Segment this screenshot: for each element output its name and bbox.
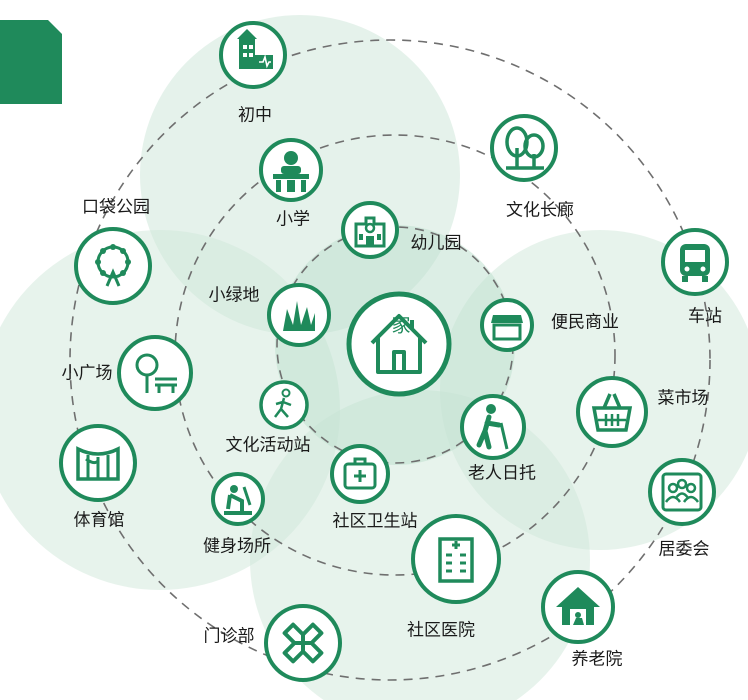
fitness-icon <box>211 472 265 526</box>
label-shequyiyuan: 社区医院 <box>407 620 475 641</box>
label-yanglaoyuan: 养老院 <box>571 649 623 670</box>
basket-icon <box>576 376 648 448</box>
label-weishengzhan: 社区卫生站 <box>332 511 418 532</box>
label-chezhan: 车站 <box>688 306 722 327</box>
hospital-icon <box>411 514 501 604</box>
stadium-icon <box>59 424 137 502</box>
label-jianshen: 健身场所 <box>203 536 271 557</box>
corner-tab <box>0 20 62 104</box>
label-wenhuahuodong: 文化活动站 <box>225 435 311 456</box>
bus-icon <box>661 228 729 296</box>
label-tiyuguan: 体育馆 <box>73 510 125 531</box>
label-laorenritou: 老人日托 <box>468 463 536 484</box>
label-koudaigongyuan: 口袋公园 <box>82 197 150 218</box>
label-wenhuachanglang: 文化长廊 <box>506 200 574 221</box>
park-bench-icon <box>117 335 193 411</box>
label-caishichang: 菜市场 <box>657 388 709 409</box>
elderly-icon <box>460 394 526 460</box>
store-icon <box>480 298 534 352</box>
nursing-home-icon <box>541 570 615 644</box>
medical-cross-icon <box>264 604 342 682</box>
walker-icon <box>259 380 309 430</box>
label-xiaoguangchang: 小广场 <box>61 363 113 384</box>
grass-icon <box>267 283 331 347</box>
center-label: 家 <box>391 314 411 337</box>
trees-icon <box>490 114 558 182</box>
label-bianmin: 便民商业 <box>551 312 619 333</box>
label-youeryuan: 幼儿园 <box>410 233 462 254</box>
label-juweihui: 居委会 <box>658 539 710 560</box>
label-xiaolvdi: 小绿地 <box>208 285 260 306</box>
label-menzhenbu: 门诊部 <box>203 626 255 647</box>
group-icon <box>648 458 716 526</box>
ring-outer <box>69 39 711 681</box>
ferris-wheel-icon <box>74 227 152 305</box>
house-icon <box>370 314 428 374</box>
label-xiaoxue: 小学 <box>276 209 310 230</box>
primary-school-icon <box>259 138 323 202</box>
center-house <box>346 291 452 397</box>
middle-school-icon <box>219 21 287 89</box>
kindergarten-icon <box>341 201 399 259</box>
first-aid-kit-icon <box>330 444 390 504</box>
label-chuzhong: 初中 <box>238 105 272 126</box>
